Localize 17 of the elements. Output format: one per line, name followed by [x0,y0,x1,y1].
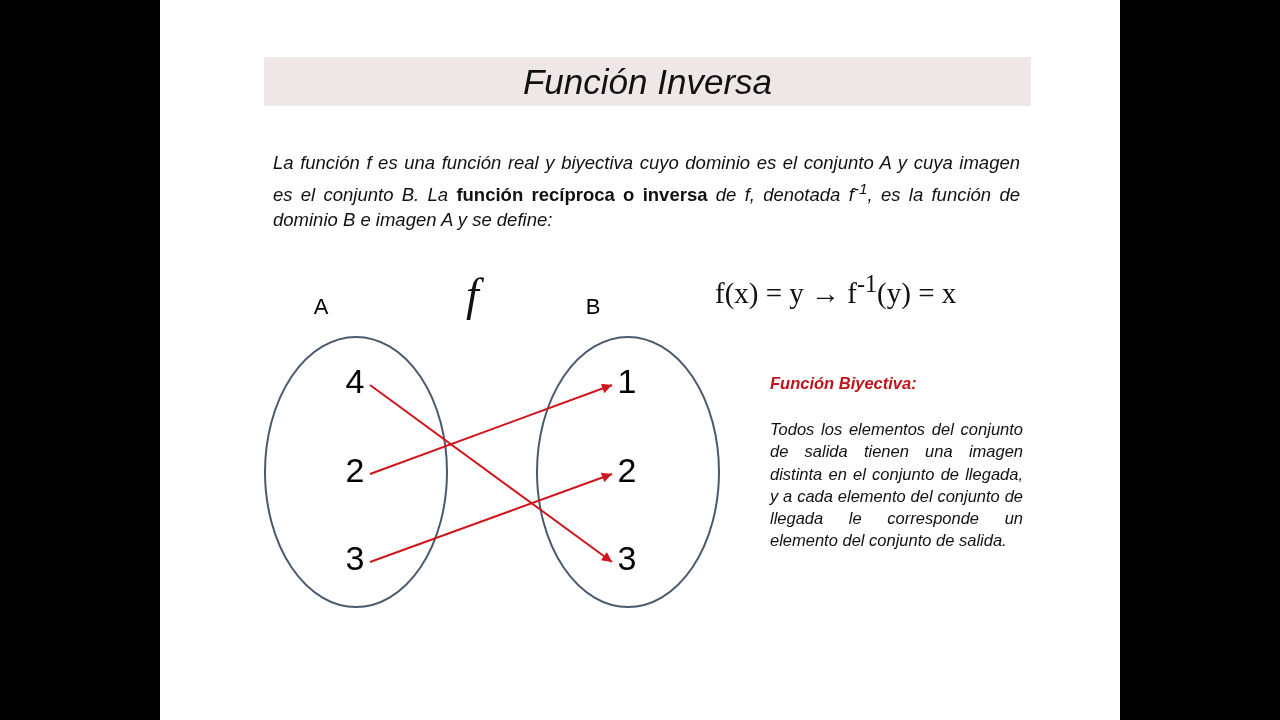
arrow [369,384,613,563]
arrow [369,472,613,563]
set-element: 4 [340,361,370,401]
set-element: 3 [612,538,642,578]
intro-paragraph: La función f es una función real y biyectiva cuyo dominio es el conjunto A y cuya imagen es el conjunto B. La función recíproca o inversa de f, denotada f$^{-1}$, es la función de dominio B e imagen A y se define: [273,151,1020,233]
set-element: 1 [612,361,642,401]
set-element: 2 [340,450,370,490]
set-name: A [312,294,330,320]
set-name: B [584,294,602,320]
function-symbol: f [466,270,506,320]
arrow [369,383,613,475]
set-element: 2 [612,450,642,490]
set-element: 3 [340,538,370,578]
formula: f(x) = y → f$^{-1}$(y) = x [715,269,958,311]
definition-paragraph: Todos los elementos del conjunto de salida tienen una imagen distinta en el conjunto de llegada, y a cada elemento del conjunto de llegada le corresponde un elemento del conjunto de salida. [770,419,1023,552]
subheading: Función Biyectiva: [770,374,918,393]
title-bar: Función Inversa [264,57,1031,106]
